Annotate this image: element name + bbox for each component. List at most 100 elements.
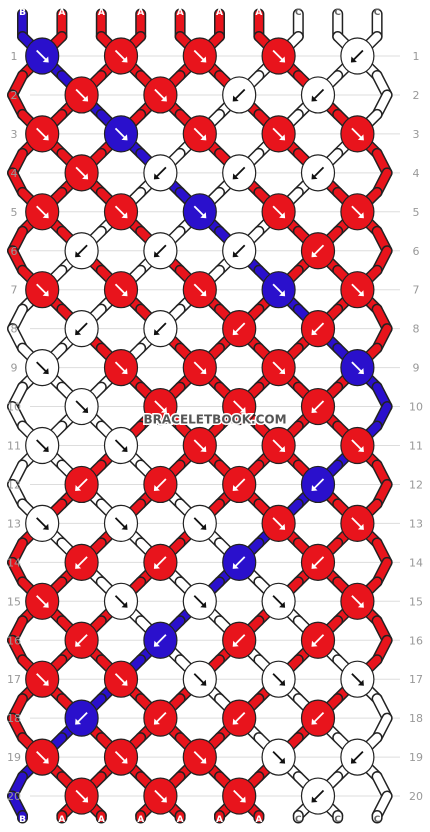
arrow-down-right-icon xyxy=(351,205,364,219)
row-number-right: 6 xyxy=(413,245,420,258)
arrow-down-left-icon xyxy=(232,478,246,491)
knot xyxy=(143,310,178,348)
arrow-down-left-icon xyxy=(75,556,88,569)
knot xyxy=(182,115,217,153)
knot xyxy=(103,349,139,387)
arrow-down-left-icon xyxy=(232,322,246,336)
knot xyxy=(103,271,139,309)
arrow-down-right-icon xyxy=(36,205,49,219)
knot xyxy=(261,115,296,153)
row-number-left: 13 xyxy=(7,517,21,530)
watermark: BRACELETBOOK.COM xyxy=(143,413,286,427)
arrow-down-right-icon xyxy=(272,595,286,608)
strand-letter: C xyxy=(295,8,302,18)
arrow-down-right-icon xyxy=(272,361,286,375)
arrow-down-left-icon xyxy=(311,400,325,414)
arrow-down-right-icon xyxy=(193,49,207,63)
arrow-down-right-icon xyxy=(36,750,49,764)
row-number-left: 9 xyxy=(11,362,18,375)
arrow-down-right-icon xyxy=(351,595,364,608)
knot xyxy=(222,465,257,504)
arrow-down-right-icon xyxy=(193,517,207,530)
arrow-down-left-icon xyxy=(232,712,246,725)
knot xyxy=(143,777,178,815)
arrow-down-right-icon xyxy=(193,595,207,608)
arrow-down-right-icon xyxy=(36,127,49,141)
arrow-down-right-icon xyxy=(75,166,89,180)
knot xyxy=(25,115,60,153)
strand-letter: A xyxy=(177,8,184,18)
knot xyxy=(300,465,336,504)
knot xyxy=(64,621,99,659)
arrow-down-left-icon xyxy=(232,244,246,258)
knot xyxy=(64,232,99,270)
arrow-down-right-icon xyxy=(272,49,286,63)
knot xyxy=(182,426,217,465)
arrow-down-right-icon xyxy=(193,205,207,219)
row-number-left: 2 xyxy=(11,89,18,102)
row-number-right: 5 xyxy=(413,206,420,219)
strand-letter: A xyxy=(255,815,262,825)
arrow-down-left-icon xyxy=(153,634,167,647)
arrow-down-left-icon xyxy=(311,88,325,102)
row-number-left: 20 xyxy=(7,790,21,803)
arrow-down-right-icon xyxy=(114,673,128,686)
arrow-down-left-icon xyxy=(311,556,325,569)
arrow-down-left-icon xyxy=(153,556,167,569)
strand-letter: B xyxy=(19,8,26,18)
row-number-right: 14 xyxy=(409,556,423,569)
arrow-down-left-icon xyxy=(311,712,325,725)
knot xyxy=(182,582,217,620)
strand-letter: C xyxy=(295,815,302,825)
arrow-down-right-icon xyxy=(193,750,207,764)
arrow-down-left-icon xyxy=(153,478,167,491)
arrow-down-left-icon xyxy=(350,750,364,764)
knot xyxy=(25,426,60,465)
knot xyxy=(261,504,296,543)
knot xyxy=(340,349,375,387)
arrow-down-right-icon xyxy=(351,517,364,530)
arrow-down-right-icon xyxy=(75,400,89,414)
knot xyxy=(64,310,99,348)
row-number-right: 13 xyxy=(409,517,423,530)
arrow-down-left-icon xyxy=(311,322,325,336)
arrow-down-left-icon xyxy=(75,478,88,491)
row-number-right: 17 xyxy=(409,673,423,686)
arrow-down-right-icon xyxy=(154,400,167,414)
knot xyxy=(300,232,336,270)
row-number-right: 15 xyxy=(409,595,423,608)
knot xyxy=(340,504,375,543)
arrow-down-left-icon xyxy=(350,49,364,63)
row-number-left: 3 xyxy=(11,128,18,141)
row-number-left: 19 xyxy=(7,751,21,764)
arrow-down-right-icon xyxy=(272,205,286,219)
arrow-down-left-icon xyxy=(311,166,325,180)
arrow-down-right-icon xyxy=(193,283,207,297)
row-number-left: 6 xyxy=(11,245,18,258)
arrow-down-left-icon xyxy=(311,244,325,258)
knot xyxy=(222,543,257,581)
arrow-down-right-icon xyxy=(193,439,207,452)
arrow-down-right-icon xyxy=(351,127,364,141)
arrow-down-right-icon xyxy=(36,361,49,375)
knot xyxy=(340,582,375,620)
knot xyxy=(300,76,336,114)
knot xyxy=(103,115,139,153)
knot xyxy=(64,154,99,192)
knot xyxy=(222,621,257,659)
arrow-down-right-icon xyxy=(154,789,167,803)
knot xyxy=(300,777,336,815)
arrow-down-right-icon xyxy=(233,400,246,414)
knot xyxy=(261,660,296,698)
knot xyxy=(222,777,257,815)
knot xyxy=(64,465,99,504)
arrow-down-left-icon xyxy=(75,712,88,725)
knot xyxy=(300,621,336,659)
strand-letter: C xyxy=(374,8,381,18)
row-number-left: 4 xyxy=(11,167,18,180)
knot xyxy=(300,310,336,348)
strand-letter: A xyxy=(98,815,105,825)
knot xyxy=(103,426,139,465)
